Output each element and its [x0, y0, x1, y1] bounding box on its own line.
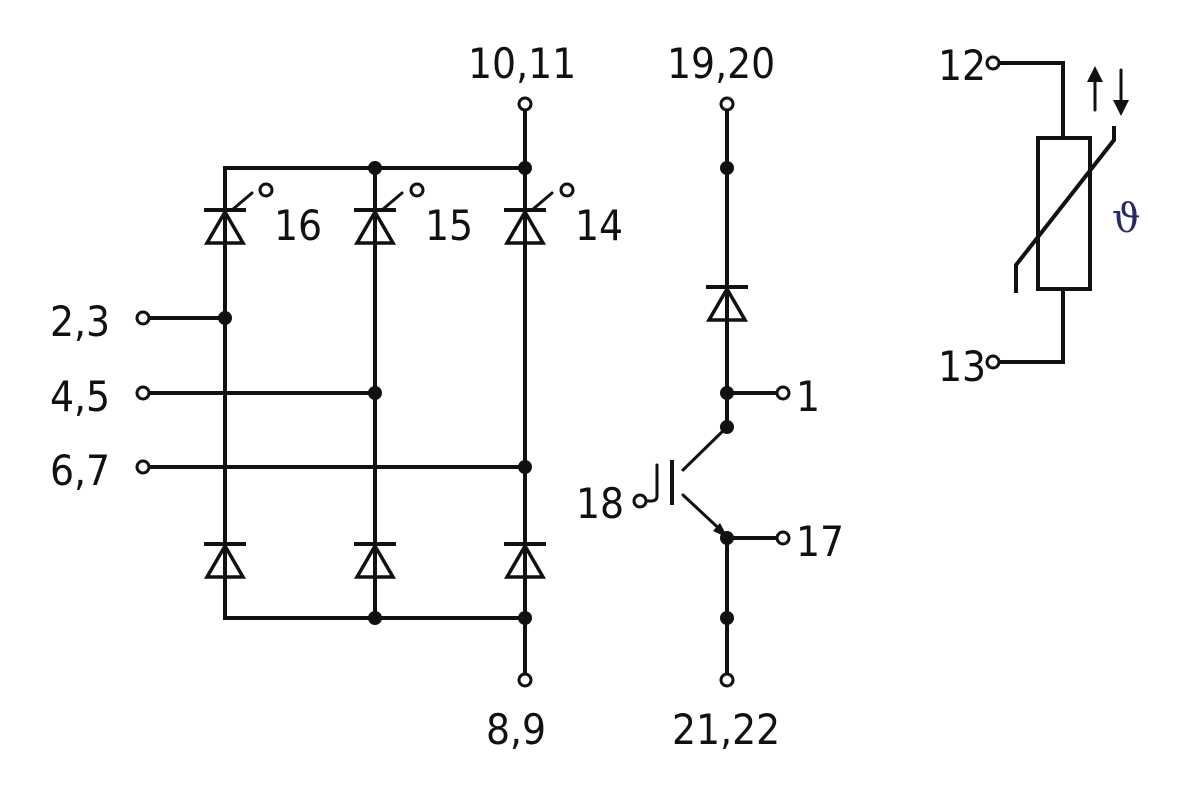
junction-dot	[368, 611, 382, 625]
theta-symbol: ϑ	[1112, 196, 1141, 242]
junction-dot	[518, 460, 532, 474]
label-13: 13	[938, 342, 986, 391]
terminal-14	[559, 182, 575, 198]
igbt-gate	[644, 463, 659, 503]
terminal-4-5	[135, 385, 151, 401]
junction-dot	[368, 161, 382, 175]
junction-dot	[368, 386, 382, 400]
terminal-2-3	[135, 310, 151, 326]
junction-dot	[720, 611, 734, 625]
chopper-diode	[705, 285, 749, 322]
thyristor-upper-3	[503, 191, 554, 245]
igbt-collector	[681, 425, 729, 472]
thermistor-wire-12	[998, 61, 1065, 140]
label-4-5: 4,5	[50, 372, 110, 421]
up-down-arrows-icon	[1087, 66, 1129, 116]
label-6-7: 6,7	[50, 446, 110, 495]
label-12: 12	[938, 41, 986, 90]
label-16: 16	[274, 201, 322, 250]
ntc-thermistor	[985, 55, 1129, 370]
junction-dot	[518, 161, 532, 175]
diode-lower-2	[353, 542, 397, 579]
label-17: 17	[796, 517, 844, 566]
terminal-6-7	[135, 459, 151, 475]
diode-lower-1	[203, 542, 247, 579]
junction-dot	[720, 386, 734, 400]
thyristor-upper-1	[203, 191, 254, 245]
rectifier-bridge	[135, 96, 575, 688]
thyristor-upper-2	[353, 191, 404, 245]
terminal-16	[258, 182, 274, 198]
junction-dot	[518, 611, 532, 625]
label-21-22: 21,22	[672, 705, 780, 754]
thermistor-wire-13	[998, 287, 1065, 364]
thermistor-slash	[1014, 126, 1116, 293]
diode-lower-3	[503, 542, 547, 579]
thermistor-body	[1036, 136, 1092, 291]
label-1: 1	[796, 372, 820, 421]
label-15: 15	[425, 201, 473, 250]
junction-dot	[720, 531, 734, 545]
terminal-1	[775, 385, 791, 401]
brake-chopper	[632, 96, 791, 688]
terminal-labels: 10,11 19,20 12 13 16 15 14 2,3 4,5 6,7 1…	[50, 39, 1141, 754]
label-2-3: 2,3	[50, 297, 110, 346]
label-10-11: 10,11	[468, 39, 576, 88]
terminal-19-20	[719, 96, 735, 112]
terminal-8-9	[517, 672, 533, 688]
label-14: 14	[575, 201, 623, 250]
terminal-21-22	[719, 672, 735, 688]
terminal-10-11	[517, 96, 533, 112]
label-8-9: 8,9	[486, 705, 546, 754]
junction-dot	[218, 311, 232, 325]
terminal-17	[775, 530, 791, 546]
terminal-15	[409, 182, 425, 198]
terminal-12	[985, 55, 1001, 71]
terminal-13	[985, 354, 1001, 370]
label-18: 18	[576, 479, 624, 528]
terminal-18	[632, 493, 648, 509]
label-19-20: 19,20	[667, 39, 775, 88]
junction-dot	[720, 161, 734, 175]
igbt-transistor	[644, 425, 729, 538]
junction-dot	[720, 420, 734, 434]
